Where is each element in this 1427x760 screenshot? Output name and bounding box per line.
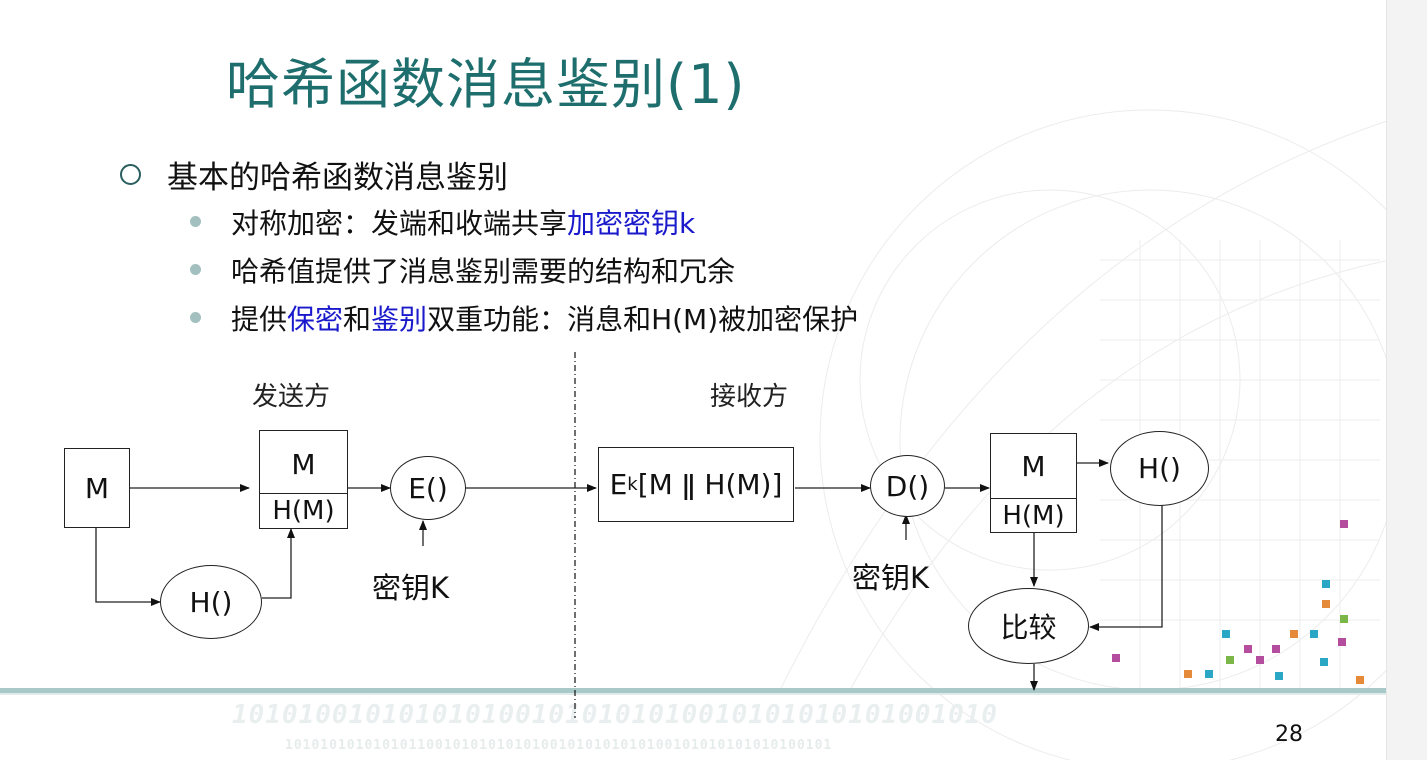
sub-bullet-3-highlight-b: 鉴别 (371, 303, 428, 336)
sub-bullet-3-text-a: 提供 (231, 303, 288, 336)
ciphertext-prefix: E (609, 468, 628, 501)
sub-bullet-3-text-b: 和 (343, 303, 372, 336)
sender-hash-label: H() (189, 585, 233, 619)
sender-concat-box: M H(M) (259, 430, 348, 529)
scrollbar[interactable] (1386, 0, 1427, 760)
receiver-hash-label: H() (1138, 452, 1181, 485)
dot-bullet-icon (190, 264, 201, 275)
sub-bullet-3-highlight-a: 保密 (287, 303, 344, 336)
message-box: M (64, 448, 130, 528)
sub-bullet-1: 对称加密：发端和收端共享加密密钥k (190, 202, 695, 242)
receiver-label: 接收方 (710, 382, 789, 412)
dot-bullet-icon (190, 312, 201, 323)
ciphertext-body: [M ǁ H(M)] (637, 468, 783, 501)
arrow-m-to-hash (95, 527, 161, 606)
arrow-hash-to-compare (1089, 505, 1163, 631)
compare-label: 比较 (1000, 611, 1057, 644)
ring-bullet-icon (120, 164, 141, 185)
decrypt-node: D() (870, 455, 945, 517)
dot-bullet-icon (190, 216, 201, 227)
receiver-split-bottom: H(M) (1002, 500, 1065, 531)
sub-bullet-1-highlight: 加密密钥k (567, 207, 696, 240)
sub-bullet-2-text: 哈希值提供了消息鉴别需要的结构和冗余 (231, 255, 736, 288)
receiver-key-label: 密钥K (852, 561, 930, 595)
sub-bullet-2: 哈希值提供了消息鉴别需要的结构和冗余 (190, 250, 735, 290)
main-bullet: 基本的哈希函数消息鉴别 (120, 152, 508, 197)
sender-key-label: 密钥K (372, 571, 450, 605)
main-bullet-text: 基本的哈希函数消息鉴别 (167, 160, 508, 196)
message-box-label: M (84, 471, 110, 505)
receiver-hash-node: H() (1110, 431, 1209, 506)
sender-concat-top: M (291, 447, 316, 481)
binary-decoration-2: 1010101010101011001010101010100101010101… (285, 738, 833, 753)
binary-decoration-1: 1010100101010101001010101010010101010101… (232, 700, 999, 730)
receiver-split-top: M (1021, 449, 1046, 483)
sender-hash-node: H() (160, 565, 262, 639)
arrow-hash-to-concat (262, 528, 295, 599)
sender-label: 发送方 (252, 382, 331, 412)
page-number: 28 (1275, 722, 1303, 747)
slide-title: 哈希函数消息鉴别(1) (226, 53, 746, 116)
encrypt-node: E() (390, 456, 466, 520)
encrypt-label: E() (408, 471, 448, 505)
decrypt-label: D() (885, 469, 930, 503)
sub-bullet-1-text-a: 对称加密：发端和收端共享 (231, 207, 568, 240)
receiver-split-box: M H(M) (990, 433, 1077, 533)
ciphertext-subscript: k (627, 474, 638, 495)
compare-node: 比较 (968, 588, 1089, 664)
sender-concat-bottom: H(M) (272, 496, 335, 526)
sub-bullet-3-text-c: 双重功能：消息和H(M)被加密保护 (427, 303, 859, 336)
sub-bullet-3: 提供保密和鉴别双重功能：消息和H(M)被加密保护 (190, 298, 858, 338)
